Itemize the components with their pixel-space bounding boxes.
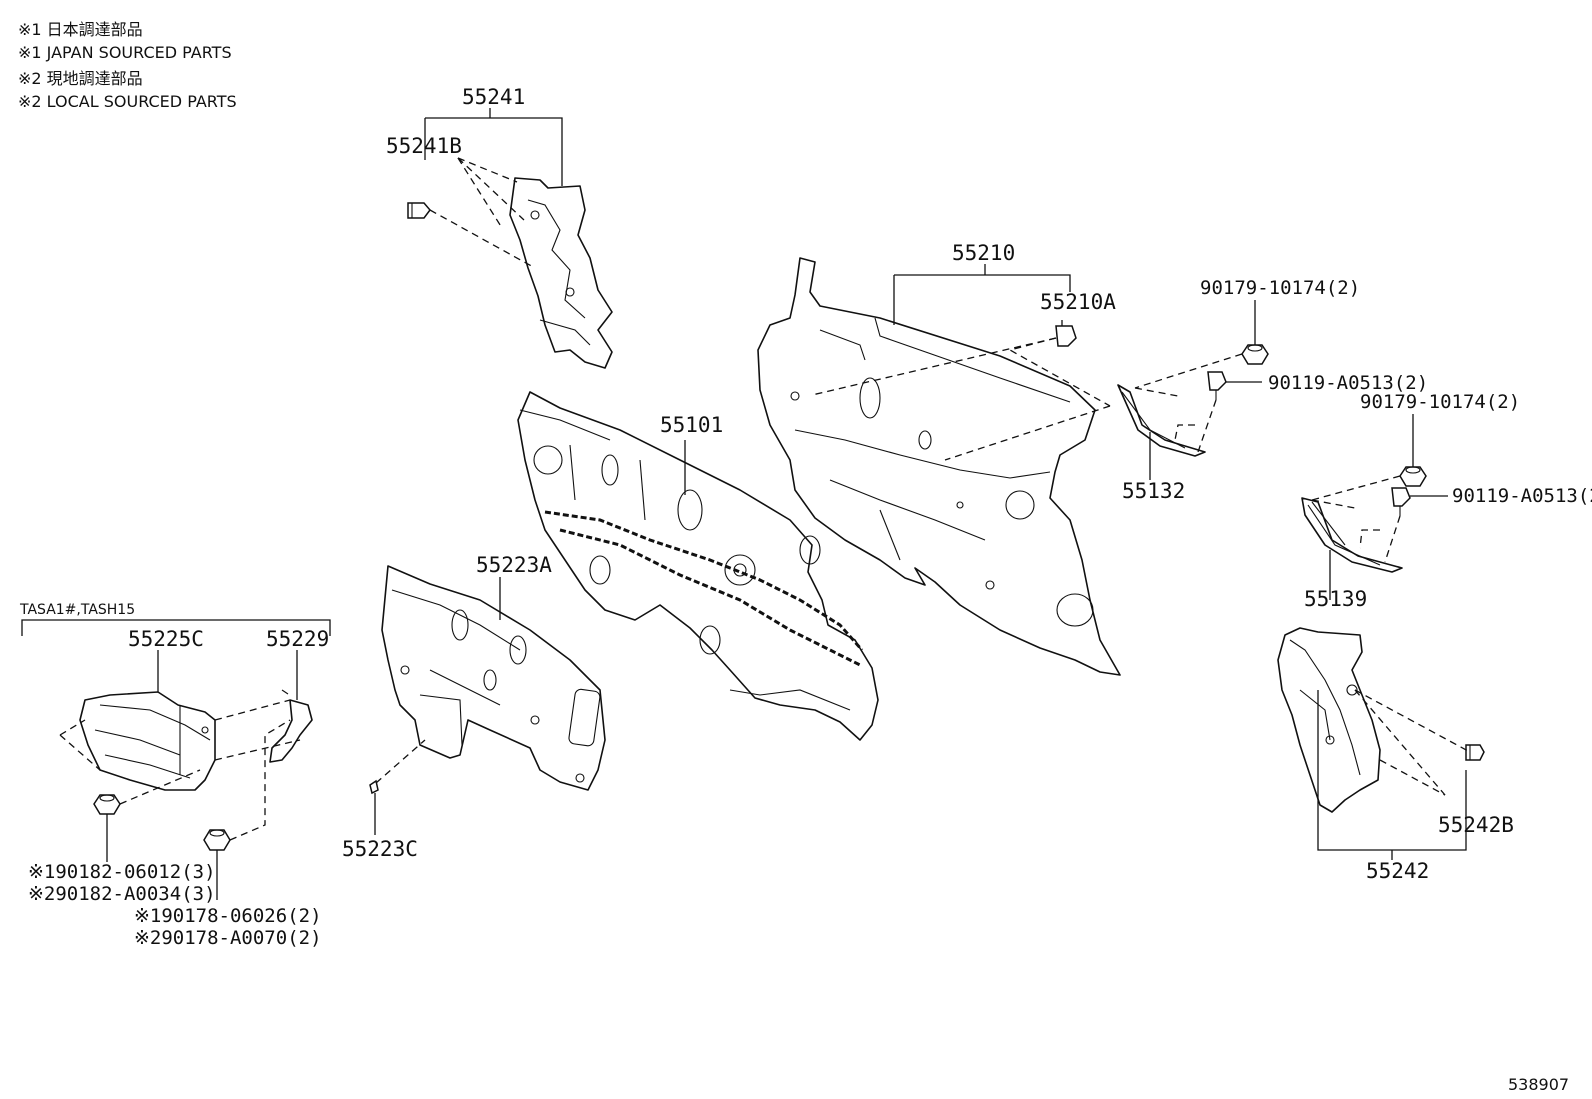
bolt-90119-upper (1207, 371, 1227, 400)
callout-55242B: 55242B (1438, 813, 1514, 837)
legend-notes: ※1 日本調達部品 ※1 JAPAN SOURCED PARTS ※2 現地調達… (18, 20, 237, 111)
sourced-part-2: ※290182-A0034(3) (28, 883, 216, 905)
nut-90179-upper (1241, 344, 1269, 365)
callout-55241B: 55241B (386, 134, 462, 158)
callout-55132: 55132 (1122, 479, 1185, 503)
nut-90179-lower (1399, 466, 1427, 487)
sourced-part-3: ※190178-06026(2) (134, 905, 322, 927)
callout-90179-lower: 90179-10174(2) (1360, 391, 1520, 413)
callout-55223C: 55223C (342, 837, 418, 861)
callout-90119-upper: 90119-A0513(2) (1268, 372, 1428, 394)
leaders-left-group (59, 650, 301, 900)
callout-90179-upper: 90179-10174(2) (1200, 277, 1360, 299)
callout-55223A: 55223A (476, 553, 552, 577)
part-55139-bracket (1301, 497, 1403, 573)
note-japan-ja: ※1 日本調達部品 (18, 20, 143, 39)
callout-55229: 55229 (266, 627, 329, 651)
leaders-55132 (1134, 300, 1262, 480)
nut-55225C (93, 794, 121, 815)
callout-55225C: 55225C (128, 627, 204, 651)
variant-group-bracket (21, 619, 331, 636)
leaders-55139 (1311, 414, 1448, 600)
clip-55223C (369, 739, 426, 835)
sourced-part-4: ※290178-A0070(2) (134, 927, 322, 949)
part-55225C-insulator (79, 691, 216, 791)
note-local-en: ※2 LOCAL SOURCED PARTS (18, 92, 237, 111)
callout-55101: 55101 (660, 413, 723, 437)
part-55223A-silencer (381, 565, 606, 791)
fastener-55241B (407, 202, 431, 219)
diagram-id: 538907 (1508, 1075, 1569, 1094)
leaders-55210 (811, 264, 1111, 461)
callout-55139: 55139 (1304, 587, 1367, 611)
leaders-55242 (1317, 689, 1471, 860)
sourced-part-1: ※190182-06012(3) (28, 861, 216, 883)
note-japan-en: ※1 JAPAN SOURCED PARTS (18, 43, 232, 62)
callout-55210: 55210 (952, 241, 1015, 265)
part-55210-dash-insulator-outer (757, 257, 1121, 676)
part-55132-bracket (1117, 384, 1206, 457)
leaders-55241 (424, 108, 563, 269)
note-local-ja: ※2 現地調達部品 (18, 69, 143, 88)
nut-55229 (203, 829, 231, 851)
part-55241-bracket (509, 177, 613, 369)
callout-55242: 55242 (1366, 859, 1429, 883)
variant-group-label: TASA1#,TASH15 (19, 602, 135, 618)
part-55101-dash-insulator (517, 391, 879, 741)
part-55242-bracket (1277, 627, 1381, 813)
fastener-55242B (1465, 744, 1485, 761)
callout-55210A: 55210A (1040, 290, 1116, 314)
callout-90119-lower: 90119-A0513(2) (1452, 485, 1592, 507)
callout-55241: 55241 (462, 85, 525, 109)
fastener-55210A (1055, 325, 1077, 347)
bolt-90119-lower (1391, 487, 1411, 516)
part-55229-bracket (269, 689, 313, 763)
